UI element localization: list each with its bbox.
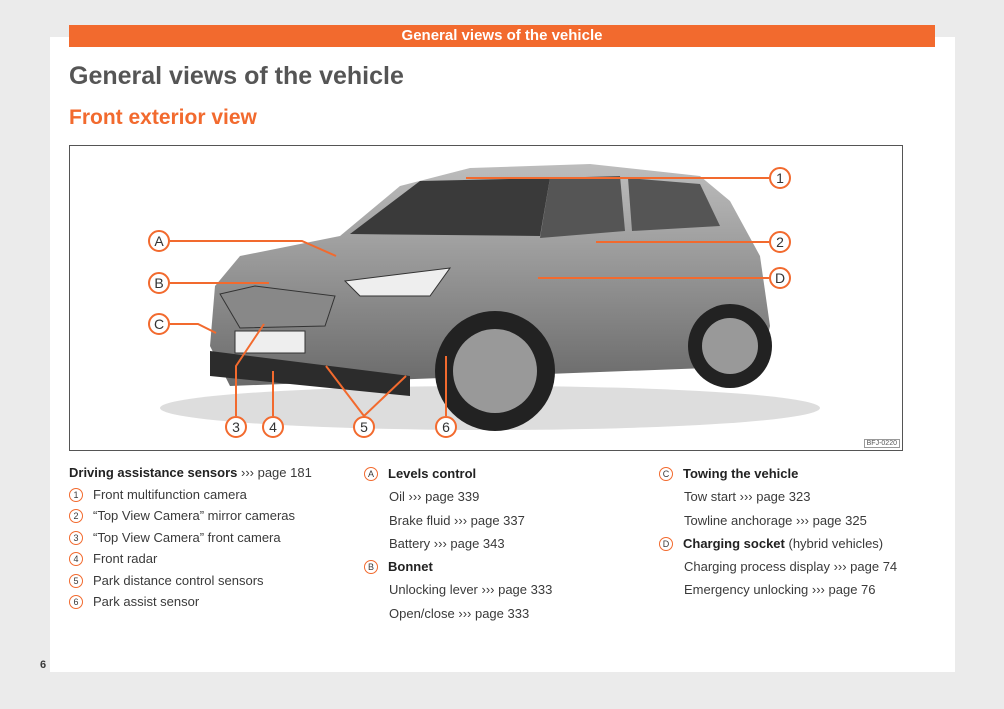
ref-link[interactable]: Brake fluid ››› page 337 [389, 512, 525, 528]
ref-link[interactable]: Open/close ››› page 333 [389, 605, 530, 621]
page-title: General views of the vehicle [69, 62, 404, 90]
list-item: 3“Top View Camera” front camera [69, 527, 312, 549]
car-illustration [160, 164, 820, 431]
callout-5: 5 [353, 416, 375, 438]
callout-c: C [148, 313, 170, 335]
section-header-bar: General views of the vehicle [69, 25, 935, 47]
callout-3: 3 [225, 416, 247, 438]
callout-b: B [148, 272, 170, 294]
ref-link[interactable]: Oil ››› page 339 [389, 489, 480, 505]
page-number: 6 [40, 659, 47, 671]
sensors-ref-link[interactable]: ››› page 181 [240, 465, 312, 480]
callout-2: 2 [769, 231, 791, 253]
ref-link[interactable]: Battery ››› page 343 [389, 535, 505, 551]
ref-link[interactable]: Unlocking lever ››› page 333 [389, 582, 553, 598]
callout-6: 6 [435, 416, 457, 438]
list-item: 2“Top View Camera” mirror cameras [69, 505, 312, 527]
figure-code: BFJ-0220 [863, 439, 900, 448]
ref-link[interactable]: Emergency unlocking ››› page 76 [684, 582, 876, 598]
levels-heading: Levels control [388, 466, 477, 481]
bonnet-heading: Bonnet [388, 559, 433, 575]
sensors-heading: Driving assistance sensors [69, 465, 238, 480]
section-title: Front exterior view [69, 106, 257, 129]
callout-1: 1 [769, 167, 791, 189]
charging-note: (hybrid vehicles) [788, 535, 884, 551]
ref-link[interactable]: Towline anchorage ››› page 325 [684, 512, 867, 528]
callout-4: 4 [262, 416, 284, 438]
sensors-column: Driving assistance sensors ››› page 181 … [69, 462, 312, 613]
callout-a: A [148, 230, 170, 252]
callout-d: D [769, 267, 791, 289]
ref-link[interactable]: Charging process display ››› page 74 [684, 559, 898, 575]
vehicle-figure: 1 2 D A B C 3 4 5 6 BFJ-0220 [69, 145, 903, 451]
towing-heading: Towing the vehicle [683, 466, 799, 481]
charging-heading: Charging socket [683, 535, 785, 551]
ref-link[interactable]: Tow start ››› page 323 [684, 489, 811, 505]
